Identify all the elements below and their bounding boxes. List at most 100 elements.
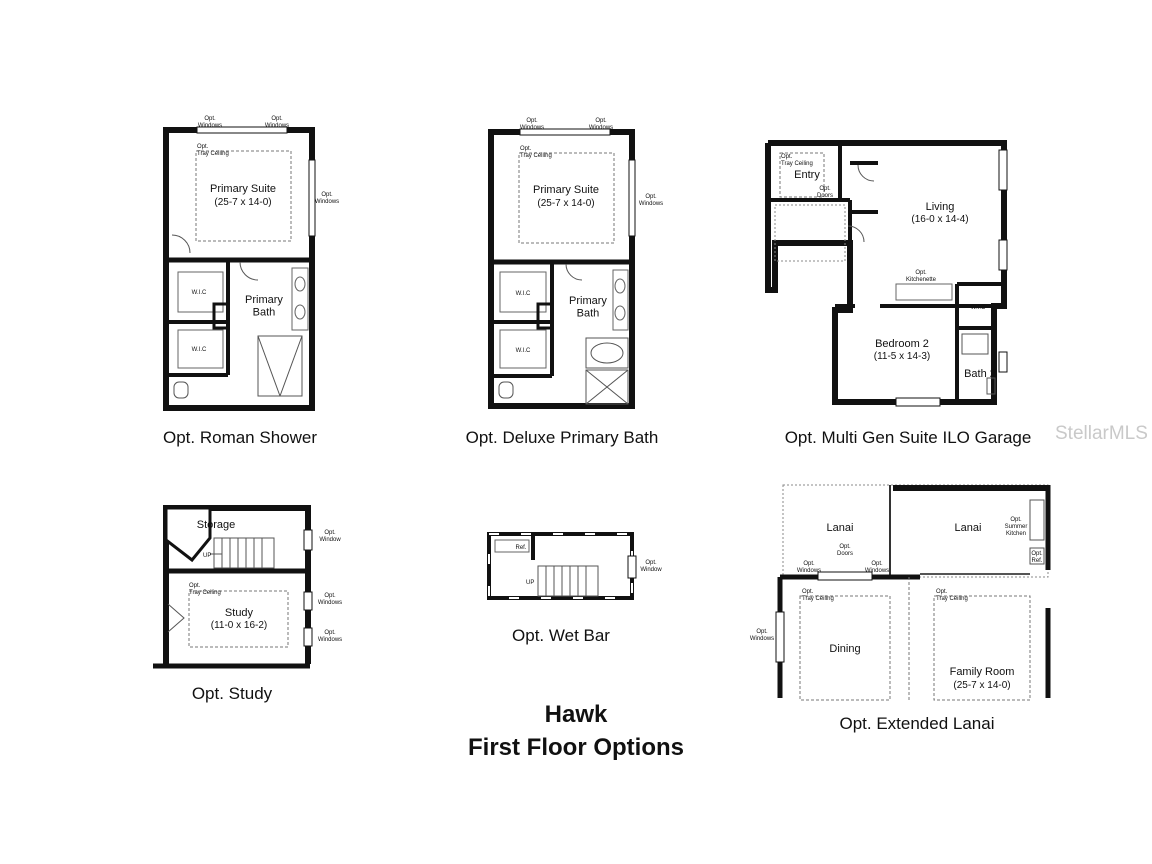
- multigen-kitchenette: [895, 283, 953, 301]
- lanai-opt-ref-label: Opt.Ref.: [1031, 551, 1043, 564]
- roman-wic-shelf-1: [177, 271, 224, 313]
- deluxe-opt-windows-label-1: Opt.Windows: [520, 118, 544, 131]
- multigen-tub: [961, 333, 989, 355]
- lanai-summer-kitchen: [1029, 499, 1045, 541]
- roman-sink-1: [294, 276, 306, 292]
- deluxe-tray-ceiling-label: Opt.Tray Ceiling: [520, 146, 552, 159]
- roman-opt-windows-top: [196, 126, 288, 134]
- plan-wet-bar: Ref. UP Opt.Window: [487, 532, 662, 600]
- plan-deluxe-primary-bath: Opt.Windows Opt.Windows Opt.Windows Opt.…: [488, 118, 663, 409]
- lanai-family-dims: (25-7 x 14-0): [953, 680, 1010, 691]
- lanai-opt-doors-label: Opt.Doors: [837, 544, 853, 557]
- deluxe-outer-walls: [488, 129, 635, 409]
- page-title: Hawk First Floor Options: [468, 698, 684, 764]
- roman-outer-walls: [163, 127, 315, 411]
- multigen-bath2-label: Bath 2: [964, 368, 996, 380]
- roman-opt-windows-label-3: Opt.Windows: [315, 192, 339, 205]
- multigen-window-bottom: [895, 397, 941, 407]
- multigen-garage-remnant: [774, 204, 846, 262]
- lanai-tray-ceiling-label-2: Opt.Tray Ceiling: [936, 589, 968, 602]
- roman-primary-suite-label: Primary Suite: [210, 183, 276, 195]
- lanai-ref-box: [1029, 547, 1045, 565]
- deluxe-toilet: [498, 381, 514, 399]
- deluxe-tub: [585, 337, 629, 369]
- title-line-1: Hawk: [544, 701, 608, 728]
- deluxe-opt-windows-label-3: Opt.Windows: [639, 194, 663, 207]
- lanai-tray-ceiling-label-1: Opt.Tray Ceiling: [802, 589, 834, 602]
- multigen-opt-doors-label: Opt.Doors: [817, 186, 833, 199]
- caption-study: Opt. Study: [191, 684, 273, 703]
- study-storage-label: Storage: [197, 519, 236, 531]
- deluxe-wic-shelf-1: [499, 271, 547, 313]
- wetbar-ref-label: Ref.: [515, 545, 526, 551]
- deluxe-opt-windows-right: [628, 159, 636, 237]
- lanai-opt-windows-label-3: Opt.Windows: [750, 629, 774, 642]
- roman-toilet: [173, 381, 189, 399]
- lanai-opt-windows: [817, 571, 873, 581]
- multigen-wic-label: W.I.C: [971, 305, 986, 311]
- roman-sink-2: [294, 304, 306, 320]
- multigen-kitchenette-label: Opt.Kitchenette: [906, 270, 937, 283]
- roman-wic-shelf-2: [177, 329, 224, 369]
- deluxe-wic-label-1: W.I.C: [516, 291, 531, 297]
- study-dims: (11-0 x 16-2): [211, 620, 268, 631]
- watermark: StellarMLS: [1055, 423, 1148, 444]
- study-french-doors: [167, 603, 185, 633]
- lanai-dining-label: Dining: [829, 643, 860, 655]
- deluxe-wic-shelf-2: [499, 329, 547, 369]
- roman-wic-label-2: W.I.C: [192, 347, 207, 353]
- study-opt-windows-label-2: Opt.Windows: [318, 630, 342, 643]
- multigen-tray-ceiling: [779, 152, 825, 198]
- multigen-living-dims: (16-0 x 14-4): [911, 214, 968, 225]
- caption-extended-lanai: Opt. Extended Lanai: [839, 714, 995, 733]
- study-stairs: [213, 537, 275, 569]
- study-tray-ceiling-label: Opt.Tray Ceiling: [189, 583, 221, 596]
- lanai-opt-windows-label-2: Opt.Windows: [865, 561, 889, 574]
- wetbar-up-label: UP: [526, 580, 534, 586]
- multigen-bedroom2-dims: (11-5 x 14-3): [874, 351, 931, 362]
- caption-multi-gen-suite: Opt. Multi Gen Suite ILO Garage: [784, 428, 1032, 447]
- roman-opt-windows-label-2: Opt.Windows: [265, 116, 289, 129]
- plan-roman-shower: Opt.Windows Opt.Windows Opt.Windows Opt.…: [163, 116, 339, 411]
- plan-multi-gen-suite: Opt.Tray Ceiling Entry Opt.Doors Living …: [765, 140, 1008, 407]
- lanai-opt-windows-label-1: Opt.Windows: [797, 561, 821, 574]
- deluxe-opt-windows-label-2: Opt.Windows: [589, 118, 613, 131]
- roman-tray-ceiling-label: Opt.Tray Ceiling: [197, 144, 229, 157]
- study-outer-walls: [163, 505, 311, 668]
- multigen-window-right: [998, 149, 1008, 191]
- deluxe-opt-windows-top: [519, 128, 611, 136]
- lanai-family-tray: [933, 595, 1031, 701]
- study-storage-room: [164, 506, 212, 563]
- plan-study: Storage UP Opt.Window Opt.Tray Ceiling S…: [153, 505, 342, 669]
- study-opt-window-label: Opt.Window: [319, 530, 341, 543]
- wetbar-counter: [494, 539, 530, 553]
- multigen-tray-ceiling-label: Opt.Tray Ceiling: [781, 154, 813, 167]
- study-up-label: UP: [203, 553, 211, 559]
- study-tray-ceiling: [188, 590, 289, 648]
- deluxe-tray-ceiling: [518, 152, 615, 244]
- deluxe-shower: [585, 369, 629, 405]
- multigen-entry-label: Entry: [794, 169, 820, 181]
- roman-shower: [257, 335, 303, 397]
- lanai-family-room-label: Family Room: [950, 666, 1015, 678]
- roman-tray-ceiling: [195, 150, 292, 242]
- study-opt-windows-label-1: Opt.Windows: [318, 593, 342, 606]
- multigen-outer-walls: [765, 140, 1007, 405]
- roman-vanity: [291, 267, 309, 331]
- multigen-living-label: Living: [926, 201, 955, 213]
- roman-opt-windows-right: [308, 159, 316, 237]
- roman-opt-windows-label-1: Opt.Windows: [198, 116, 222, 129]
- wetbar-stairs: [537, 565, 599, 597]
- deluxe-suite-dims: (25-7 x 14-0): [537, 198, 594, 209]
- study-label: Study: [225, 607, 254, 619]
- roman-suite-dims: (25-7 x 14-0): [214, 197, 271, 208]
- lanai-roof-line: [893, 485, 1048, 491]
- roman-door-swing: [171, 234, 191, 254]
- deluxe-primary-suite-label: Primary Suite: [533, 184, 599, 196]
- deluxe-vanity: [612, 269, 629, 331]
- plan-extended-lanai: Lanai Lanai Opt.Doors Opt.Windows Opt.Wi…: [750, 484, 1051, 701]
